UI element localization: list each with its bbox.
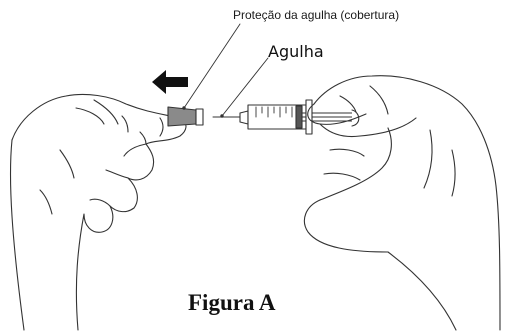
- syringe: [212, 99, 360, 135]
- right-hand: [303, 75, 501, 331]
- needle-cap-label: Proteção da agulha (cobertura): [233, 8, 400, 22]
- left-hand: [9, 93, 187, 331]
- leader-lines: [182, 23, 269, 118]
- needle-cap: [167, 106, 204, 127]
- left-arrow-icon: [152, 70, 188, 94]
- figure-caption: Figura A: [188, 290, 276, 315]
- needle-label: Agulha: [268, 42, 324, 61]
